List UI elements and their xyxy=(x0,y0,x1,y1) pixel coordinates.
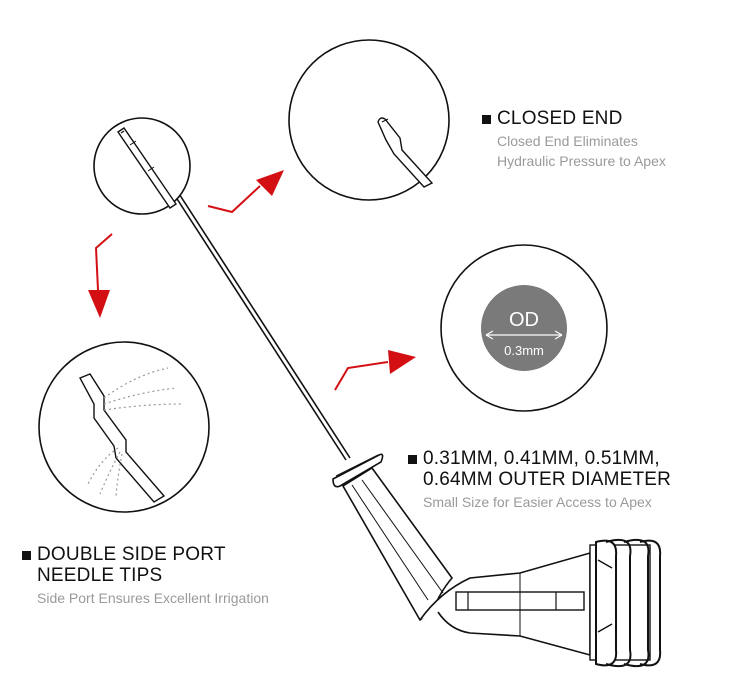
side-port-title: DOUBLE SIDE PORT NEEDLE TIPS xyxy=(37,544,226,586)
closed-end-title: CLOSED END xyxy=(497,108,623,129)
bullet-icon xyxy=(482,115,491,124)
needle-collar xyxy=(332,453,384,488)
closed-end-callout: CLOSED END Closed End Eliminates Hydraul… xyxy=(482,108,666,171)
needle-shaft xyxy=(169,185,351,461)
closed-end-circle xyxy=(288,39,450,201)
luer-threads xyxy=(589,538,662,668)
closed-end-subtitle: Closed End Eliminates Hydraulic Pressure… xyxy=(497,133,666,169)
outer-diameter-subtitle: Small Size for Easier Access to Apex xyxy=(423,494,652,510)
od-badge xyxy=(481,285,567,371)
side-port-circle xyxy=(38,341,210,513)
od-value: 0.3mm xyxy=(504,343,544,358)
needle-hub xyxy=(341,466,591,657)
tip-magnifier xyxy=(93,117,191,215)
outer-diameter-circle xyxy=(440,244,608,412)
outer-diameter-title: 0.31MM, 0.41MM, 0.51MM, 0.64MM OUTER DIA… xyxy=(423,448,672,490)
od-label: OD xyxy=(509,309,539,331)
arrow-to-outer-diameter xyxy=(334,350,416,391)
arrow-to-side-port xyxy=(88,233,113,318)
bullet-icon xyxy=(22,551,31,560)
side-port-subtitle: Side Port Ensures Excellent Irrigation xyxy=(37,590,269,606)
outer-diameter-callout: 0.31MM, 0.41MM, 0.51MM, 0.64MM OUTER DIA… xyxy=(408,448,671,512)
side-port-callout: DOUBLE SIDE PORT NEEDLE TIPS Side Port E… xyxy=(22,544,269,608)
bullet-icon xyxy=(408,455,417,464)
arrow-to-closed-end xyxy=(207,170,284,214)
